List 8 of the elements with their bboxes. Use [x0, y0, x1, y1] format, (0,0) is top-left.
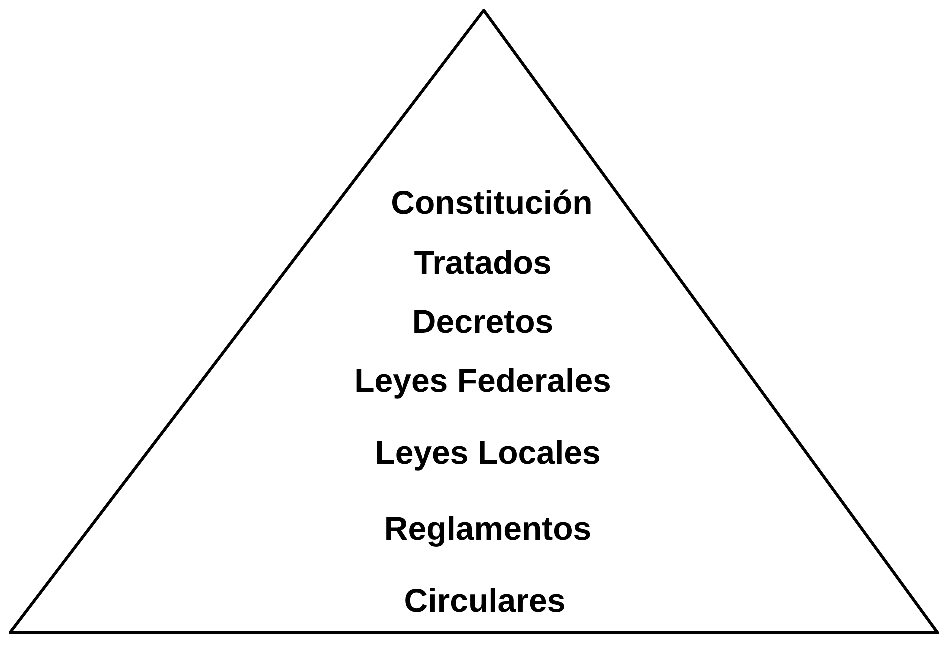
hierarchy-level-label: Tratados: [414, 246, 552, 279]
hierarchy-level-label: Leyes Locales: [375, 436, 601, 469]
hierarchy-level-label: Decretos: [412, 305, 554, 338]
hierarchy-level-label: Circulares: [404, 584, 566, 617]
hierarchy-level-label: Constitución: [391, 186, 593, 219]
hierarchy-level-label: Leyes Federales: [354, 364, 612, 397]
pyramid-triangle: [9, 9, 939, 634]
hierarchy-level-label: Reglamentos: [384, 512, 592, 545]
